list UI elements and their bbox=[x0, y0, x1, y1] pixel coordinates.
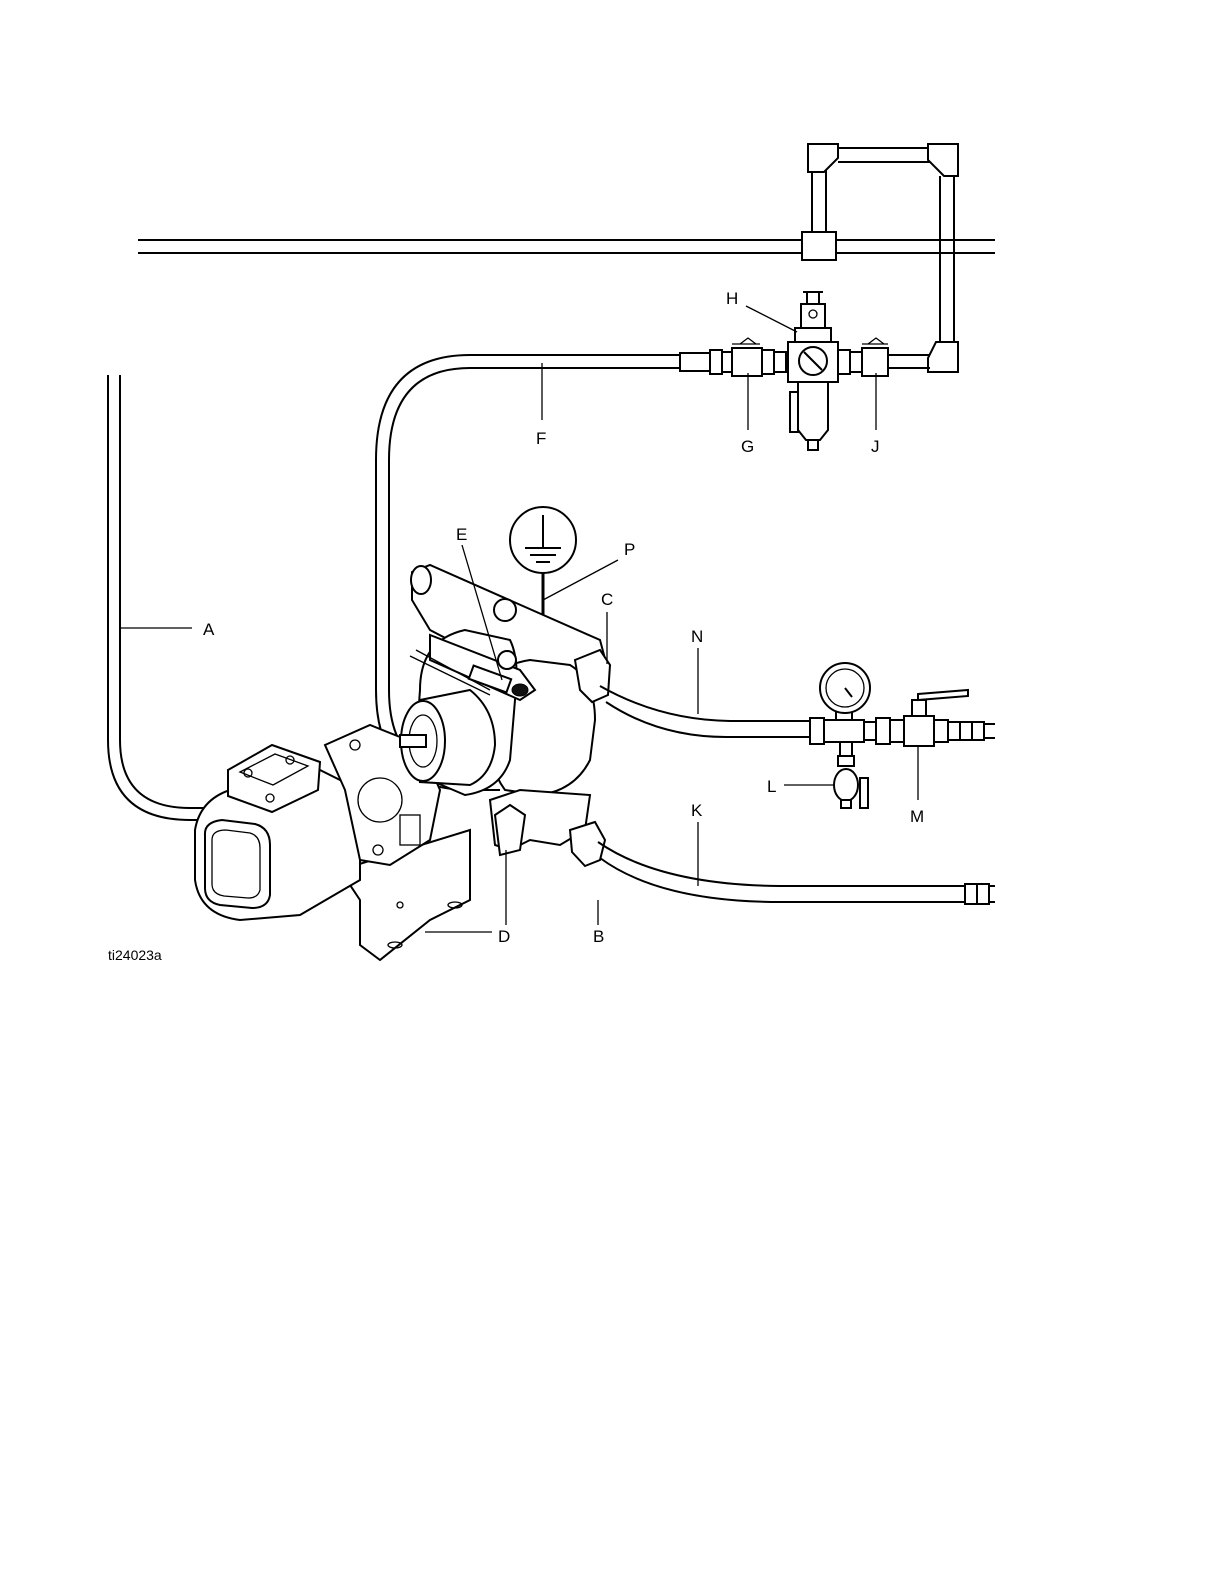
callout-m: M bbox=[910, 807, 924, 826]
main-air-line bbox=[138, 240, 995, 253]
callout-h: H bbox=[726, 289, 738, 308]
callout-a: A bbox=[203, 620, 215, 639]
callout-n: N bbox=[691, 627, 703, 646]
discharge-hose bbox=[600, 686, 812, 737]
discharge-manifold bbox=[810, 663, 995, 808]
callout-p: P bbox=[624, 540, 635, 559]
callout-c: C bbox=[601, 590, 613, 609]
suction-hose bbox=[598, 842, 995, 904]
air-regulator-assembly bbox=[680, 292, 888, 450]
callout-g: G bbox=[741, 437, 754, 456]
callout-k: K bbox=[691, 801, 703, 820]
callout-e: E bbox=[456, 525, 467, 544]
callout-l: L bbox=[767, 777, 776, 796]
figure-id: ti24023a bbox=[108, 947, 162, 963]
callout-f: F bbox=[536, 429, 546, 448]
electrical-cable bbox=[108, 375, 245, 820]
callout-j: J bbox=[871, 437, 880, 456]
callout-d-bracket: D bbox=[498, 927, 510, 946]
callout-b: B bbox=[593, 927, 604, 946]
